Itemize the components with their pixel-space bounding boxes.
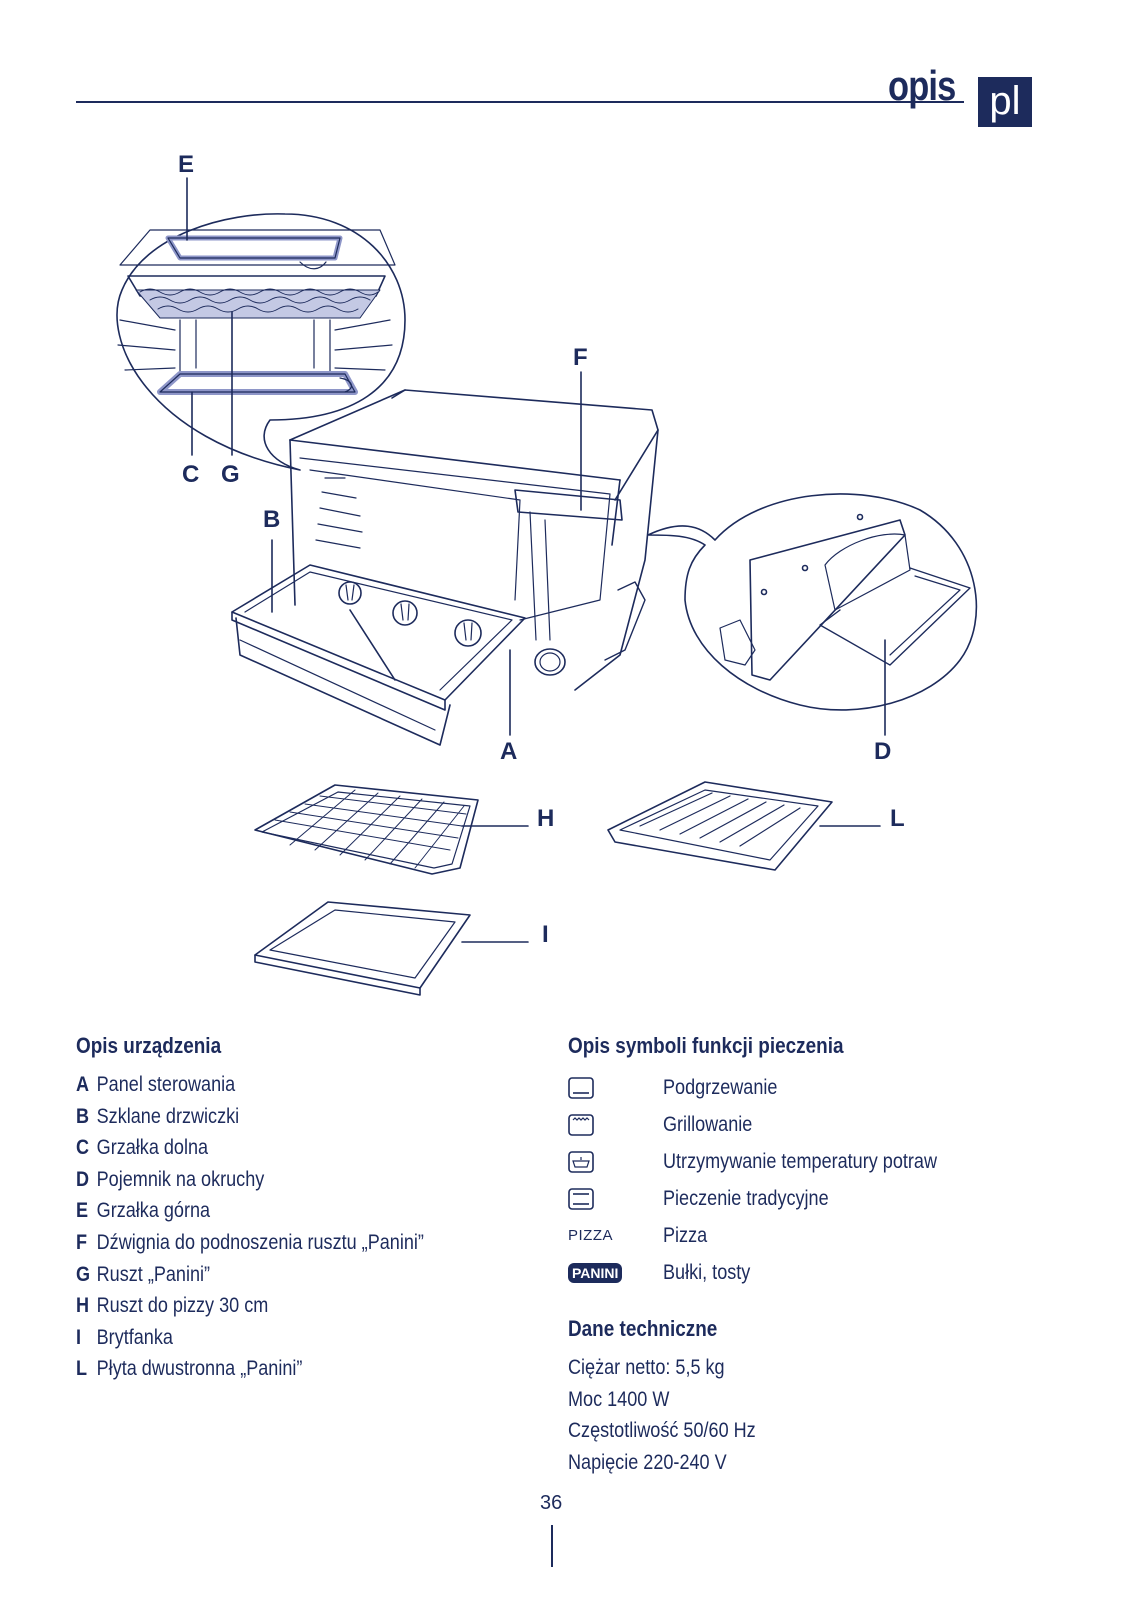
page-marker-line [551,1525,553,1567]
heating-elements-detail [116,213,406,471]
pizza-icon: PIZZA [568,1227,614,1244]
symbols-section: Opis symboli funkcji pieczenia Podgrzewa… [568,1033,982,1291]
crumb-tray-detail [647,493,978,711]
symbol-row: PANINI Bułki, tosty [568,1254,982,1291]
parts-title: Opis urządzenia [76,1033,222,1058]
symbol-row: Pieczenie tradycyjne [568,1180,982,1217]
tech-power: Moc 1400 W [568,1387,670,1411]
symbol-row: Utrzymywanie temperatury potraw [568,1143,982,1180]
tech-title: Dane techniczne [568,1316,718,1341]
panini-plate [607,781,881,871]
header-rule [76,101,964,103]
language-badge: pl [978,77,1032,127]
tech-section: Dane techniczne Ciężar netto: 5,5 kg Moc… [568,1316,786,1478]
symbols-title: Opis symboli funkcji pieczenia [568,1033,844,1058]
label-F: F [573,344,588,371]
tech-voltage: Napięcie 220-240 V [568,1450,727,1474]
label-H: H [537,805,555,832]
label-B: B [263,506,281,533]
label-D: D [874,738,892,765]
symbol-row: PIZZA Pizza [568,1223,708,1247]
page-title: opis [888,62,956,109]
label-C: C [182,461,200,488]
label-A: A [500,738,518,765]
label-L: L [890,805,905,832]
oven-body [289,389,659,691]
label-G: G [221,461,240,488]
pizza-rack [254,784,529,875]
tech-frequency: Częstotliwość 50/60 Hz [568,1419,756,1443]
top-grill-icon [568,1112,663,1138]
bottom-heat-icon [568,1075,663,1101]
tech-weight: Ciężar netto: 5,5 kg [568,1356,725,1379]
page-number: 36 [540,1492,563,1514]
baking-tray [254,901,529,996]
label-E: E [178,151,195,178]
label-I: I [542,921,549,948]
symbol-row: Podgrzewanie [568,1069,982,1106]
symbol-row: Grillowanie [568,1106,982,1143]
glass-door [231,564,526,746]
top-bottom-heat-icon [568,1186,663,1212]
keep-warm-icon [568,1149,663,1175]
panini-icon: PANINI [568,1262,623,1283]
